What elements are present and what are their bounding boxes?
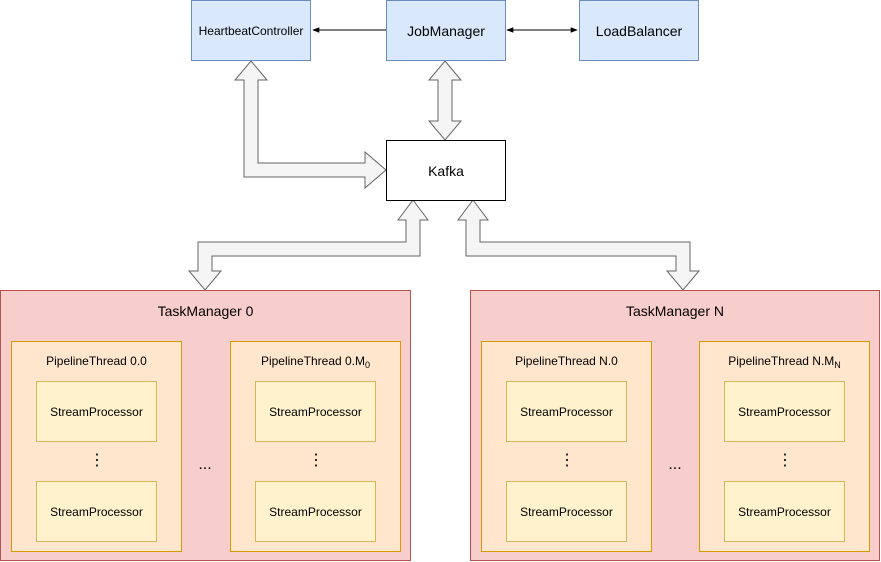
pipeline-thread: PipelineThread 0.0 StreamProcessor ⋮ Str… <box>11 341 182 552</box>
vertical-ellipsis: ⋮ <box>777 452 793 469</box>
horizontal-ellipsis: ... <box>668 456 682 473</box>
pipeline-thread-title: PipelineThread 0.M0 <box>260 354 371 370</box>
pipeline-thread: PipelineThread N.MN StreamProcessor ⋮ St… <box>699 341 870 552</box>
stream-processor: StreamProcessor <box>724 481 845 542</box>
stream-processor-label: StreamProcessor <box>269 404 362 419</box>
stream-processor-label: StreamProcessor <box>738 404 831 419</box>
load-balancer-label: LoadBalancer <box>595 22 683 39</box>
kafka-taskmanagerN-shape-arrow <box>457 199 701 291</box>
pipeline-thread: PipelineThread 0.M0 StreamProcessor ⋮ St… <box>230 341 401 552</box>
heartbeat-controller-label: HeartbeatController <box>198 23 304 38</box>
job-manager-label: JobManager <box>407 22 485 39</box>
stream-processor-label: StreamProcessor <box>269 504 362 519</box>
pipeline-thread-title: PipelineThread N.0 <box>515 354 618 368</box>
taskmanager-container: TaskManager N PipelineThread N.0 StreamP… <box>470 290 880 561</box>
stream-processor: StreamProcessor <box>506 381 627 442</box>
vertical-ellipsis: ⋮ <box>559 452 575 469</box>
kafka-node: Kafka <box>386 140 506 201</box>
stream-processor-label: StreamProcessor <box>520 504 613 519</box>
heartbeat-kafka-shape-arrow <box>233 60 387 190</box>
stream-processor: StreamProcessor <box>36 481 157 542</box>
jobmanager-kafka-shape-arrow <box>427 60 463 141</box>
kafka-label: Kafka <box>428 162 464 179</box>
horizontal-ellipsis: ... <box>198 456 212 473</box>
stream-processor: StreamProcessor <box>724 381 845 442</box>
taskmanager-title: TaskManager 0 <box>157 303 254 319</box>
stream-processor: StreamProcessor <box>255 381 376 442</box>
stream-processor-label: StreamProcessor <box>738 504 831 519</box>
stream-processor: StreamProcessor <box>255 481 376 542</box>
vertical-ellipsis: ⋮ <box>308 452 324 469</box>
stream-processor: StreamProcessor <box>506 481 627 542</box>
job-manager-node: JobManager <box>386 0 506 61</box>
pipeline-thread-title: PipelineThread N.MN <box>728 354 841 370</box>
heartbeat-controller-node: HeartbeatController <box>191 0 311 61</box>
taskmanager-title: TaskManager N <box>625 303 725 319</box>
pipeline-thread-title: PipelineThread 0.0 <box>46 354 147 368</box>
kafka-taskmanager0-shape-arrow <box>187 199 429 291</box>
load-balancer-node: LoadBalancer <box>579 0 699 61</box>
pipeline-thread: PipelineThread N.0 StreamProcessor ⋮ Str… <box>481 341 652 552</box>
stream-processor-label: StreamProcessor <box>520 404 613 419</box>
stream-processor-label: StreamProcessor <box>50 504 143 519</box>
vertical-ellipsis: ⋮ <box>89 452 105 469</box>
taskmanager-container: TaskManager 0 PipelineThread 0.0 StreamP… <box>0 290 411 561</box>
stream-processor-label: StreamProcessor <box>50 404 143 419</box>
stream-processor: StreamProcessor <box>36 381 157 442</box>
